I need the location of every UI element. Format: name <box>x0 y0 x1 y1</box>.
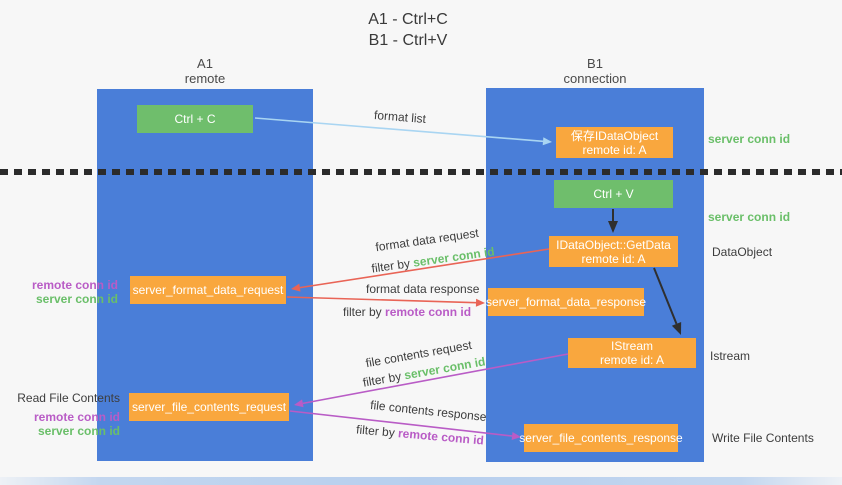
filter-by-remote-conn-id-label-2: filter by remote conn id <box>356 422 485 447</box>
filter-by-text-1: filter by <box>370 256 411 276</box>
column-b-id: B1 <box>587 56 603 71</box>
remote-conn-id-left-label-1: remote conn id <box>31 278 118 292</box>
node-server-format-data-request: server_format_data_request <box>130 276 286 304</box>
node-istream-line2: remote id: A <box>599 353 665 367</box>
bottom-edge-strip <box>0 477 842 485</box>
node-ctrl-v: Ctrl + V <box>554 180 673 208</box>
node-server-format-data-response: server_format_data_response <box>485 288 647 316</box>
column-a-header: A1 remote <box>97 56 313 86</box>
file-contents-response-label: file contents response <box>369 397 488 425</box>
remote-conn-id-text-1: remote conn id <box>385 305 472 319</box>
node-server-file-contents-response: server_file_contents_response <box>519 424 683 452</box>
node-server-file-contents-request: server_file_contents_request <box>129 393 289 421</box>
node-server-file-contents-response-label: server_file_contents_response <box>519 431 683 445</box>
file-request-left-labels: Read File Contents remote conn id server… <box>0 391 120 438</box>
node-idataobject-getdata-line2: remote id: A <box>581 251 646 266</box>
format-request-conn-ids: remote conn id server conn id <box>8 278 118 306</box>
dotted-separator-line <box>0 169 842 175</box>
node-server-file-contents-request-label: server_file_contents_request <box>131 400 287 414</box>
dataobject-side-label: DataObject <box>712 245 773 259</box>
remote-conn-id-left-label-2: remote conn id <box>33 410 120 424</box>
node-idataobject-getdata-line1: IDataObject::GetData <box>556 237 671 252</box>
column-a-id: A1 <box>197 56 213 71</box>
column-b-header: B1 connection <box>486 56 704 86</box>
format-data-response-label: format data response <box>366 282 480 296</box>
title-line-2: B1 - Ctrl+V <box>368 32 448 49</box>
read-file-contents-label: Read File Contents <box>17 391 120 405</box>
node-server-format-data-request-label: server_format_data_request <box>132 283 284 297</box>
filter-by-remote-conn-id-label-1: filter by remote conn id <box>343 305 471 319</box>
server-conn-id-side-label-ctrlv: server conn id <box>708 210 791 224</box>
node-ctrl-v-label: Ctrl + V <box>593 187 634 201</box>
istream-side-label: Istream <box>710 349 751 363</box>
remote-conn-id-text-2: remote conn id <box>397 426 485 448</box>
node-server-format-data-response-label: server_format_data_response <box>485 295 647 309</box>
column-a-subtitle: remote <box>184 71 226 86</box>
filter-by-text-4: filter by <box>355 422 396 440</box>
diagram-title: A1 - Ctrl+C B1 - Ctrl+V <box>0 9 816 51</box>
filter-by-text-2: filter by <box>343 305 382 319</box>
server-conn-id-side-label-save: server conn id <box>708 132 791 146</box>
server-conn-id-text-1: server conn id <box>412 244 496 270</box>
node-ctrl-c-label: Ctrl + C <box>174 112 216 126</box>
filter-by-text-3: filter by <box>361 369 403 390</box>
write-file-contents-label: Write File Contents <box>712 431 814 445</box>
format-list-label: format list <box>373 107 427 127</box>
node-save-idataobject-line1: 保存IDataObject <box>570 128 659 143</box>
title-line-1: A1 - Ctrl+C <box>368 11 448 28</box>
node-istream-line1: IStream <box>610 339 653 353</box>
node-idataobject-getdata: IDataObject::GetData remote id: A <box>549 236 678 267</box>
node-save-idataobject: 保存IDataObject remote id: A <box>556 127 673 158</box>
server-conn-id-left-label-2: server conn id <box>37 424 120 438</box>
column-b-subtitle: connection <box>563 71 627 86</box>
node-save-idataobject-line2: remote id: A <box>582 142 647 157</box>
server-conn-id-left-label-1: server conn id <box>35 292 118 306</box>
node-ctrl-c: Ctrl + C <box>137 105 253 133</box>
node-istream: IStream remote id: A <box>568 338 696 368</box>
